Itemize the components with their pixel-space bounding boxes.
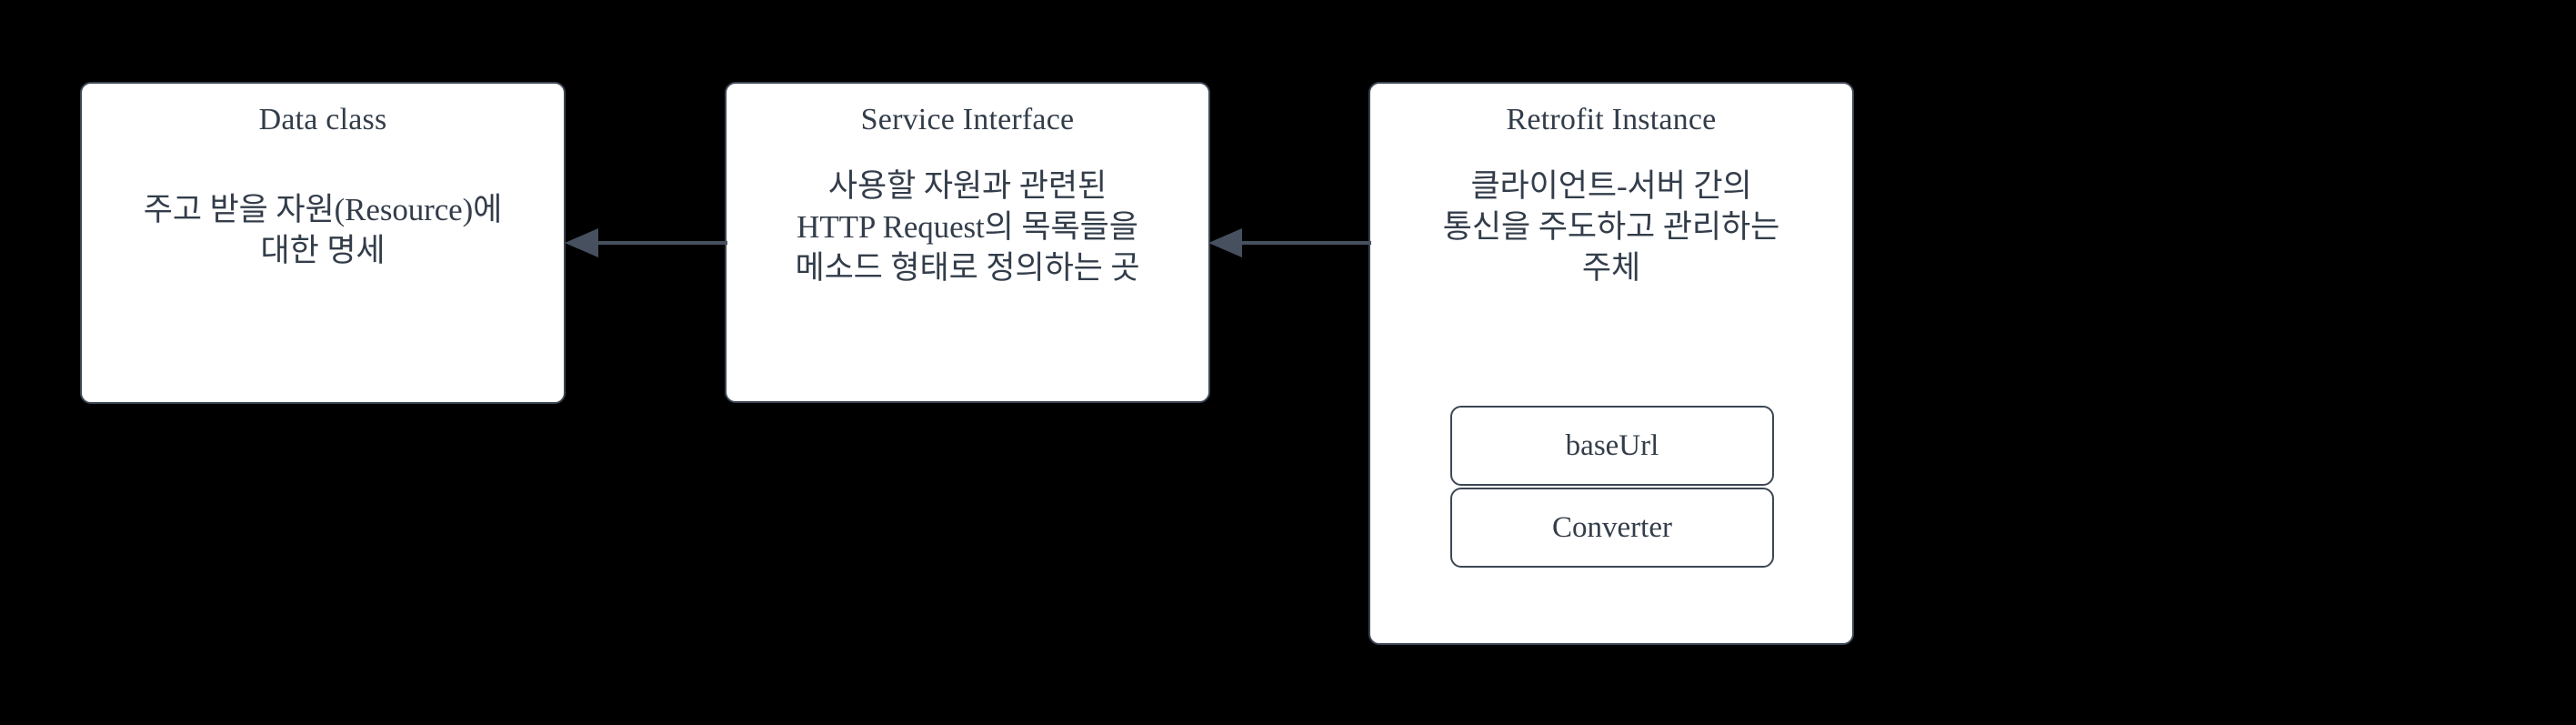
retrofit-instance-subnode-stack: baseUrl Converter [1450,406,1774,568]
arrow-retrofit-instance-to-service-interface [1206,225,1371,261]
arrowhead-icon [565,228,598,257]
node-service-interface-body: 사용할 자원과 관련된 HTTP Request의 목록들을 메소드 형태로 정… [795,168,1140,286]
arrowhead-icon [1208,228,1242,257]
node-data-class-title: Data class [258,103,387,136]
arrow-service-interface-to-data-class [562,225,727,261]
node-retrofit-instance[interactable]: Retrofit Instance 클라이언트-서버 간의 통신을 주도하고 관… [1368,82,1854,645]
node-data-class-body: 주고 받을 자원(Resource)에 대한 명세 [143,192,503,268]
node-retrofit-instance-title: Retrofit Instance [1506,103,1717,136]
subnode-base-url[interactable]: baseUrl [1450,406,1774,486]
node-service-interface[interactable]: Service Interface 사용할 자원과 관련된 HTTP Reque… [725,82,1210,403]
node-service-interface-title: Service Interface [860,103,1075,136]
node-retrofit-instance-body: 클라이언트-서버 간의 통신을 주도하고 관리하는 주체 [1442,168,1780,286]
subnode-converter[interactable]: Converter [1450,488,1774,568]
node-data-class[interactable]: Data class 주고 받을 자원(Resource)에 대한 명세 [80,82,566,404]
